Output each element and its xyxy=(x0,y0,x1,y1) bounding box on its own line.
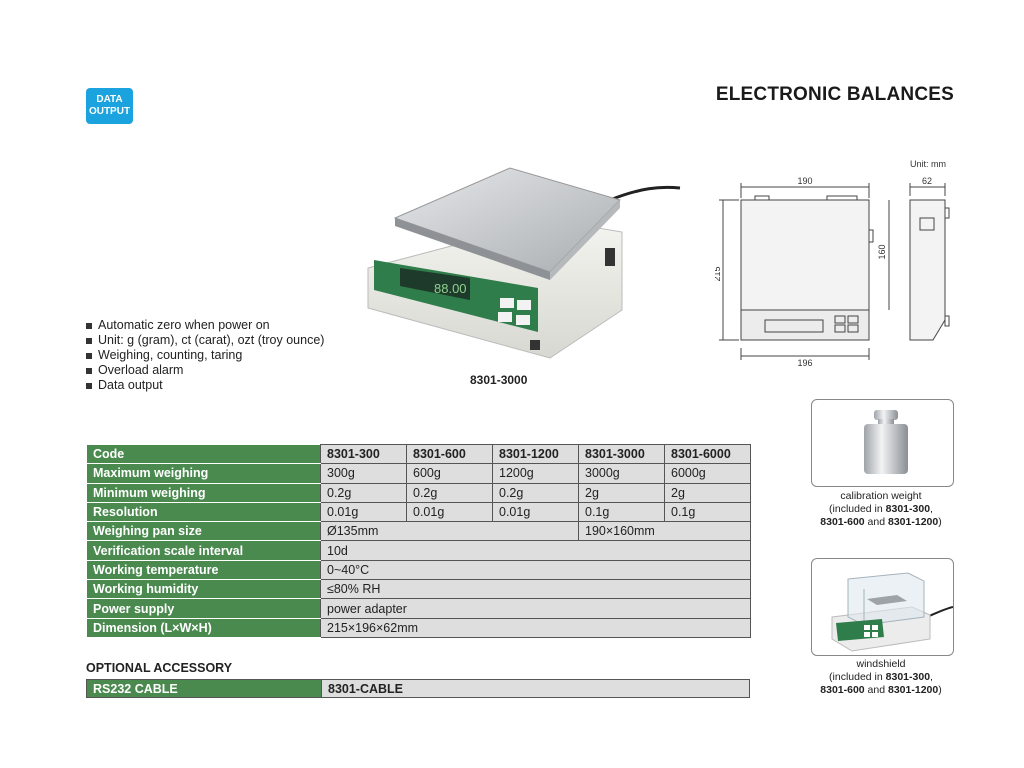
table-row: Code 8301-300 8301-600 8301-1200 8301-30… xyxy=(86,443,751,465)
dim-height: 215 xyxy=(715,266,722,281)
dim-base-width: 196 xyxy=(797,358,812,368)
bullet-icon xyxy=(86,352,92,359)
calibration-weight-image xyxy=(811,399,954,487)
accessory-table: RS232 CABLE 8301-CABLE xyxy=(86,679,750,698)
table-row: Minimum weighing 0.2g 0.2g 0.2g 2g 2g xyxy=(86,482,751,503)
product-model-caption: 8301-3000 xyxy=(470,373,528,387)
table-row: Working humidity ≤80% RH xyxy=(86,579,751,600)
badge-line1: DATA xyxy=(96,94,123,105)
list-item: Data output xyxy=(86,378,324,393)
svg-text:88.00: 88.00 xyxy=(434,281,467,296)
list-item: Unit: g (gram), ct (carat), ozt (troy ou… xyxy=(86,333,324,348)
table-row: RS232 CABLE 8301-CABLE xyxy=(86,679,750,698)
table-row: Verification scale interval 10d xyxy=(86,540,751,561)
calibration-weight-caption: calibration weight (included in 8301-300… xyxy=(820,490,942,528)
windshield-image xyxy=(811,558,954,656)
dim-width: 190 xyxy=(797,176,812,186)
bullet-icon xyxy=(86,337,92,344)
table-row: Power supply power adapter xyxy=(86,598,751,619)
table-row: Resolution 0.01g 0.01g 0.01g 0.1g 0.1g xyxy=(86,501,751,523)
dim-depth: 62 xyxy=(922,176,932,186)
list-item: Automatic zero when power on xyxy=(86,318,324,333)
table-row: Weighing pan size Ø135mm 190×160mm xyxy=(86,521,751,542)
dimension-drawing: 190 62 196 215 160 xyxy=(715,176,950,368)
balance-product-image: 88.00 xyxy=(367,167,681,359)
list-item: Overload alarm xyxy=(86,363,324,378)
table-row: Dimension (L×W×H) 215×196×62mm xyxy=(86,617,751,638)
dim-inner-height: 160 xyxy=(877,244,887,259)
bullet-icon xyxy=(86,322,92,329)
badge-line2: OUTPUT xyxy=(88,106,131,117)
table-row: Working temperature 0~40°C xyxy=(86,559,751,581)
feature-list: Automatic zero when power on Unit: g (gr… xyxy=(86,318,324,393)
unit-note: Unit: mm xyxy=(910,159,946,169)
bullet-icon xyxy=(86,367,92,374)
windshield-caption: windshield (included in 8301-300, 8301-6… xyxy=(820,658,942,696)
data-output-badge: DATA OUTPUT xyxy=(86,88,133,124)
bullet-icon xyxy=(86,382,92,389)
spec-table: Code 8301-300 8301-600 8301-1200 8301-30… xyxy=(86,443,751,638)
page-title: ELECTRONIC BALANCES xyxy=(715,84,954,105)
accessory-title: OPTIONAL ACCESSORY xyxy=(86,661,233,675)
table-row: Maximum weighing 300g 600g 1200g 3000g 6… xyxy=(86,463,751,484)
list-item: Weighing, counting, taring xyxy=(86,348,324,363)
